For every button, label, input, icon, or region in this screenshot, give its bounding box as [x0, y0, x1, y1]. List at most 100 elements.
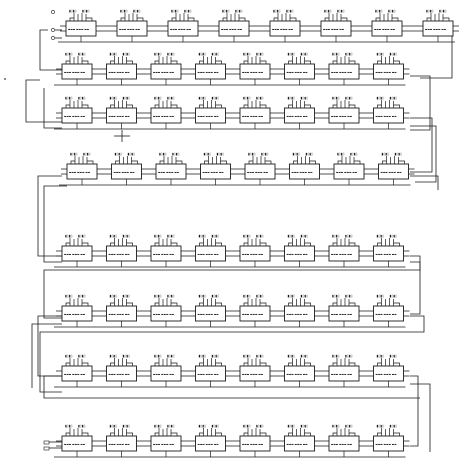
module-lead: [377, 104, 382, 108]
pin-label: ▮▯▮▯: [375, 9, 383, 13]
pin-label: ▮▯▮▯: [167, 234, 175, 238]
pin-label: ▮▯▮▯: [332, 424, 340, 428]
pin-label: ▮▯▮▯: [78, 234, 86, 238]
module-label: ▬▬▬ ▬▬▬ ▬▬: [242, 373, 264, 376]
pin-label: ▮▯▮▯: [345, 354, 353, 358]
row-link: [43, 261, 421, 319]
pin-label: ▮▯▮▯: [78, 354, 86, 358]
module-lead: [154, 60, 159, 64]
output-terminal: [43, 446, 50, 451]
pin-label: ▮▯▮▯: [390, 294, 398, 298]
module: ▮▯▮▯▮▯▮▯▬▬▬ ▬▬▬ ▬▬: [106, 294, 137, 327]
module-label: ▬▬▬ ▬▬▬ ▬▬: [64, 115, 86, 118]
row-link: [410, 383, 431, 452]
module-label: ▬▬▬ ▬▬▬ ▬▬: [287, 71, 309, 74]
pin-label: ▮▯▮▯: [377, 354, 385, 358]
module-lead: [154, 432, 159, 436]
pin-label: ▮▯▮▯: [65, 52, 73, 56]
module-label: ▬▬▬ ▬▬▬ ▬▬: [109, 373, 131, 376]
module: ▮▯▮▯▮▯▮▯▬▬▬ ▬▬▬ ▬▬: [289, 152, 320, 185]
pin-label: ▮▯▮▯: [390, 52, 398, 56]
module-lead: [120, 17, 125, 21]
module: ▮▯▮▯▮▯▮▯▬▬▬ ▬▬▬ ▬▬: [239, 294, 271, 327]
pin-label: ▮▯▮▯: [301, 52, 309, 56]
pin-label: ▮▯▮▯: [256, 424, 264, 428]
pin-label: ▮▯▮▯: [172, 152, 180, 156]
module-lead: [171, 302, 178, 306]
module: ▮▯▮▯▮▯▮▯▬▬▬ ▬▬▬ ▬▬: [65, 9, 97, 42]
pin-label: ▮▯▮▯: [184, 9, 192, 13]
module-label: ▬▬▬ ▬▬▬ ▬▬: [109, 115, 131, 118]
pin-label: ▮▯▮▯: [110, 234, 118, 238]
module-label: ▬▬▬ ▬▬▬ ▬▬: [376, 373, 398, 376]
module-lead: [349, 432, 356, 436]
pin-label: ▮▯▮▯: [167, 96, 175, 100]
module: ▮▯▮▯▮▯▮▯▬▬▬ ▬▬▬ ▬▬: [328, 424, 360, 457]
module-lead: [243, 432, 248, 436]
pin-label: ▮▯▮▯: [235, 9, 243, 13]
module-lead: [273, 17, 278, 21]
module-lead: [199, 432, 204, 436]
pin-label: ▮▯▮▯: [377, 52, 385, 56]
module-lead: [377, 242, 382, 246]
module: ▮▯▮▯▮▯▮▯▬▬▬ ▬▬▬ ▬▬: [328, 52, 360, 85]
module-lead: [304, 432, 311, 436]
pin-label: ▮▯▮▯: [123, 96, 131, 100]
pin-label: ▮▯▮▯: [154, 294, 162, 298]
module-label: ▬▬▬ ▬▬▬ ▬▬: [64, 443, 86, 446]
pin-label: ▮▯▮▯: [301, 96, 309, 100]
module-lead: [349, 242, 356, 246]
pin-label: ▮▯▮▯: [123, 424, 131, 428]
module: ▮▯▮▯▮▯▮▯▬▬▬ ▬▬▬ ▬▬: [200, 152, 231, 185]
module-label: ▬▬▬ ▬▬▬ ▬▬: [198, 71, 220, 74]
module-lead: [82, 60, 89, 64]
module-lead: [243, 242, 248, 246]
module-lead: [126, 362, 133, 366]
pin-label: ▮▯▮▯: [288, 354, 296, 358]
pin-label: ▮▯▮▯: [133, 9, 141, 13]
module-label: ▬▬▬ ▬▬▬ ▬▬: [287, 253, 309, 256]
module-lead: [260, 60, 267, 64]
module-lead: [260, 104, 267, 108]
pin-label: ▮▯▮▯: [377, 96, 385, 100]
pin-label: ▮▯▮▯: [199, 294, 207, 298]
module-label: ▬▬▬ ▬▬▬ ▬▬: [242, 253, 264, 256]
module-lead: [126, 60, 133, 64]
module: ▮▯▮▯▮▯▮▯▬▬▬ ▬▬▬ ▬▬: [195, 96, 226, 129]
module-lead: [199, 60, 204, 64]
module-lead: [392, 17, 399, 21]
module: ▮▯▮▯▮▯▮▯▬▬▬ ▬▬▬ ▬▬: [195, 234, 226, 267]
module-label: ▬▬▬ ▬▬▬ ▬▬: [153, 115, 175, 118]
module-lead: [176, 160, 183, 164]
module-label: ▬▬▬ ▬▬▬ ▬▬: [109, 71, 131, 74]
pin-label: ▮▯▮▯: [273, 9, 281, 13]
module-lead: [65, 104, 70, 108]
module-lead: [215, 104, 222, 108]
module-lead: [65, 432, 70, 436]
module-lead: [110, 302, 115, 306]
module-lead: [332, 302, 337, 306]
wire-network: [25, 25, 459, 458]
pin-label: ▮▯▮▯: [390, 424, 398, 428]
module-lead: [349, 104, 356, 108]
module: ▮▯▮▯▮▯▮▯▬▬▬ ▬▬▬ ▬▬: [328, 96, 360, 129]
module: ▮▯▮▯▮▯▮▯▬▬▬ ▬▬▬ ▬▬: [373, 424, 404, 457]
row-link: [410, 117, 433, 173]
module-lead: [110, 432, 115, 436]
pin-label: ▮▯▮▯: [395, 152, 403, 156]
module-label: ▬▬▬ ▬▬▬ ▬▬: [287, 115, 309, 118]
module-label: ▬▬▬ ▬▬▬ ▬▬: [376, 71, 398, 74]
module-label: ▬▬▬ ▬▬▬ ▬▬: [158, 171, 180, 174]
row-link: [37, 315, 62, 377]
pin-label: ▮▯▮▯: [212, 234, 220, 238]
module: ▮▯▮▯▮▯▮▯▬▬▬ ▬▬▬ ▬▬: [239, 424, 271, 457]
module-label: ▬▬▬ ▬▬▬ ▬▬: [64, 313, 86, 316]
pin-label: ▮▯▮▯: [337, 9, 345, 13]
pin-label: ▮▯▮▯: [167, 294, 175, 298]
module-lead: [137, 17, 144, 21]
module-label: ▬▬▬ ▬▬▬ ▬▬: [64, 253, 86, 256]
module: ▮▯▮▯▮▯▮▯▬▬▬ ▬▬▬ ▬▬: [195, 294, 226, 327]
module-label: ▬▬▬ ▬▬▬ ▬▬: [114, 171, 136, 174]
module-lead: [215, 60, 222, 64]
module-lead: [337, 160, 342, 164]
